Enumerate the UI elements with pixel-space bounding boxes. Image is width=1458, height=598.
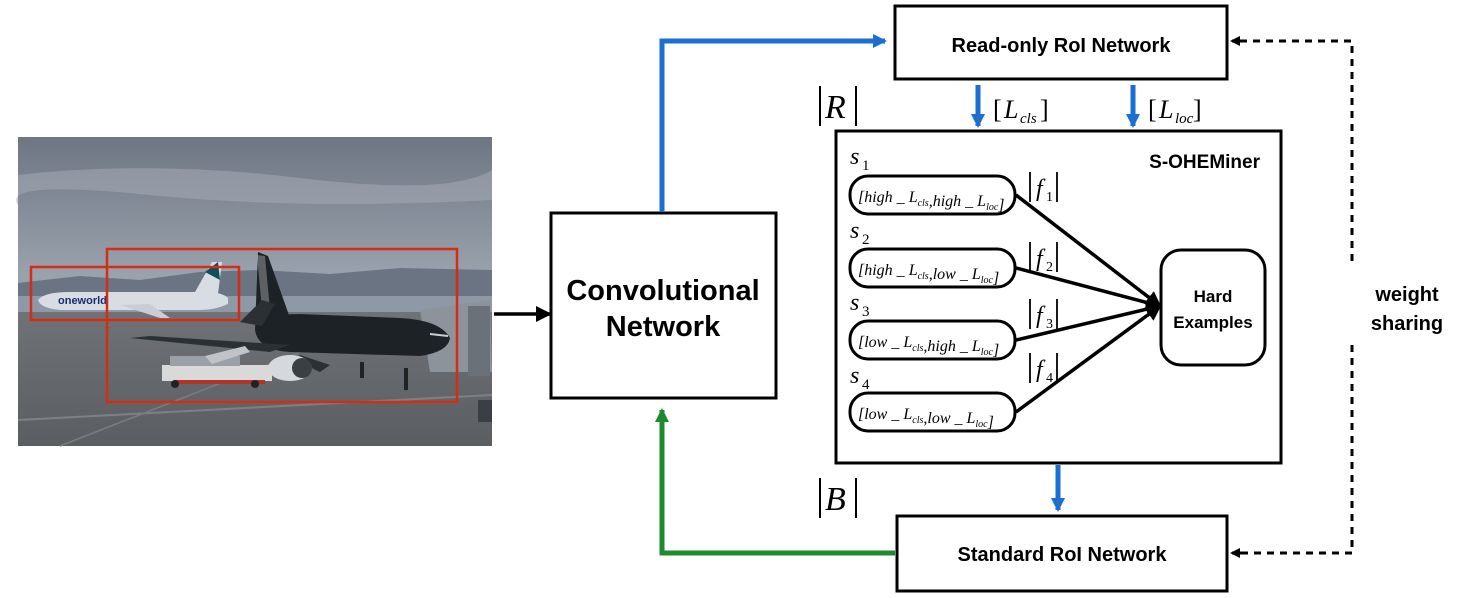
- weight-symbol: f: [1036, 176, 1046, 202]
- hard-examples-label-line2: Examples: [1173, 313, 1252, 332]
- svg-text:]: ]: [1193, 95, 1202, 124]
- strategy-pill: [848, 247, 1017, 289]
- arrow-to-hard-examples: [1015, 301, 1162, 342]
- Lcls-label: [ L cls ]: [993, 95, 1049, 127]
- Lloc-label: [ L loc ]: [1148, 95, 1202, 127]
- standard-roi-network-box: Standard RoI Network: [895, 514, 1229, 593]
- strategy-symbol: s: [850, 290, 859, 316]
- weight-sharing-label-line2: sharing: [1371, 313, 1443, 335]
- svg-text:L: L: [1003, 95, 1018, 124]
- strategy-expression: [high _ Lcls,low _ Lloc]: [858, 262, 999, 287]
- svg-text:[: [: [993, 95, 1002, 124]
- svg-text:L: L: [1158, 95, 1173, 124]
- hard-examples-label-line1: Hard: [1194, 287, 1233, 306]
- arrow-to-hard-examples: [1014, 193, 1162, 308]
- standard-roi-network-label: Standard RoI Network: [958, 544, 1168, 566]
- weight-symbol: f: [1036, 357, 1046, 383]
- ground-vehicles: [162, 346, 492, 422]
- readonly-roi-network-box: Read-only RoI Network: [893, 4, 1229, 81]
- weight-subscript: 1: [1046, 190, 1053, 205]
- weight-symbol: f: [1036, 303, 1046, 329]
- hard-examples-box: Hard Examples: [1159, 248, 1267, 367]
- strategy-symbol: s: [850, 218, 859, 244]
- readonly-roi-network-label: Read-only RoI Network: [952, 35, 1172, 57]
- svg-text:]: ]: [1040, 95, 1049, 124]
- strategy-subscript: 1: [862, 158, 870, 174]
- weight-symbol: f: [1036, 246, 1046, 272]
- conv-network-label-line1: Convolutional: [566, 275, 759, 307]
- B-label: B: [819, 478, 857, 518]
- strategy-subscript: 3: [862, 304, 870, 320]
- svg-text:loc: loc: [1175, 111, 1194, 127]
- strategy-symbol: s: [850, 363, 859, 389]
- svg-text:B: B: [825, 481, 846, 518]
- livery-text: oneworld: [58, 295, 107, 307]
- strategy-expression: [high _ Lcls,high _ Lloc]: [858, 189, 1005, 214]
- strategy-subscript: 2: [862, 232, 870, 248]
- strategy-expression: [low _ Lcls,low _ Lloc]: [858, 406, 994, 431]
- strategy-subscript: 4: [862, 377, 870, 393]
- strategy-pill: [848, 319, 1017, 361]
- detection-box-large: [105, 247, 459, 404]
- svg-text:[: [: [1148, 95, 1157, 124]
- arrow-conv-to-readonly: [659, 34, 887, 212]
- R-label: R: [819, 86, 857, 126]
- arrow-to-hard-examples: [1015, 266, 1162, 311]
- svg-text:cls: cls: [1020, 111, 1037, 127]
- strategy-symbol: s: [850, 144, 859, 170]
- weight-subscript: 3: [1046, 317, 1053, 332]
- conv-network-label-line2: Network: [606, 311, 721, 343]
- weight-sharing-connector: weight sharing: [1230, 36, 1443, 558]
- weight-sharing-label-line1: weight: [1374, 284, 1439, 306]
- strategy-pill: [848, 174, 1017, 216]
- arrow-standard-to-conv: [655, 408, 895, 556]
- main-airplane: [130, 252, 450, 390]
- strategy-pill: [848, 391, 1017, 433]
- arrow-to-hard-examples: [1014, 304, 1162, 414]
- weight-subscript: 4: [1046, 371, 1053, 386]
- strategy-expression: [low _ Lcls,high _ Lloc]: [858, 334, 999, 359]
- airplane-photo: oneworld: [16, 137, 493, 447]
- weight-subscript: 2: [1046, 260, 1053, 275]
- svg-text:R: R: [824, 89, 846, 126]
- conv-network-box: Convolutional Network: [549, 211, 778, 400]
- s-oheminer-label: S-OHEMiner: [1149, 152, 1260, 173]
- detection-box-small: [29, 265, 241, 322]
